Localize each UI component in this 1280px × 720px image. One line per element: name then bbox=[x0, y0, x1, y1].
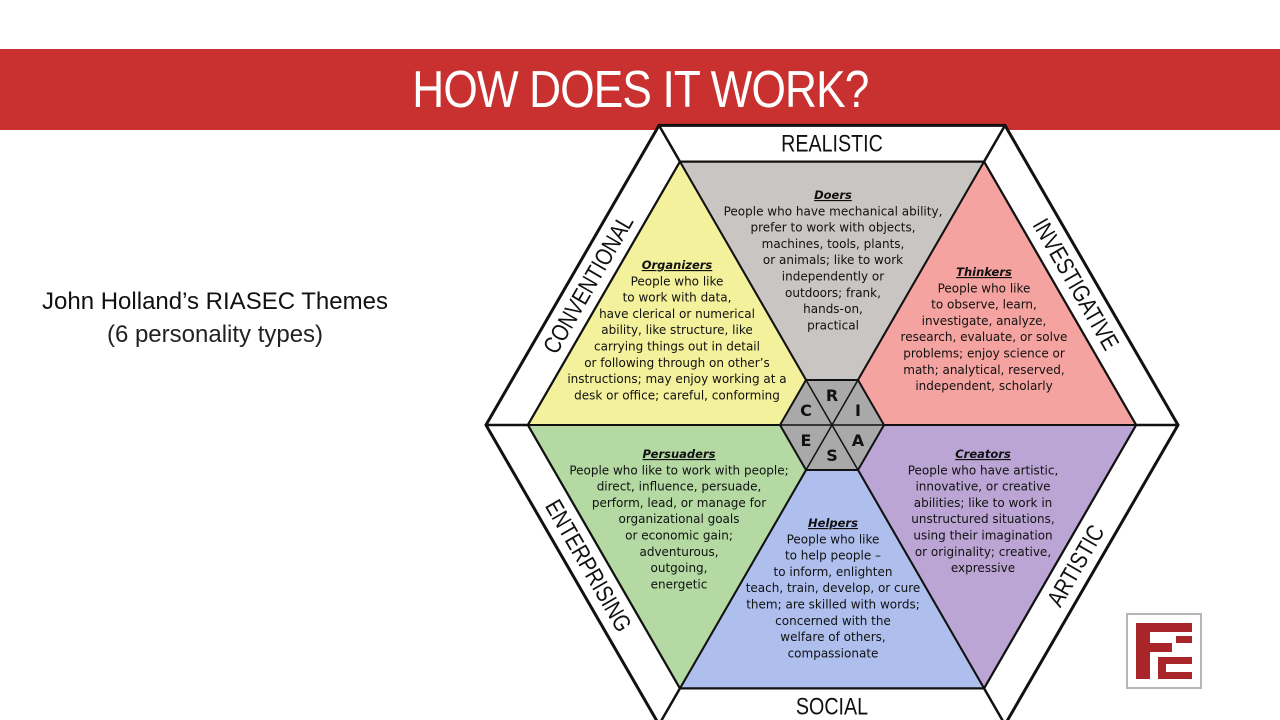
section-line: to observe, learn, bbox=[931, 298, 1037, 312]
section-line: desk or office; careful, conforming bbox=[574, 388, 780, 402]
section-line: research, evaluate, or solve bbox=[901, 330, 1068, 344]
section-line: People who like to work with people; bbox=[569, 463, 788, 477]
intro-subheading: (6 personality types) bbox=[106, 321, 324, 348]
intro-heading: John Holland’s RIASEC Themes bbox=[42, 288, 388, 315]
section-line: innovative, or creative bbox=[915, 480, 1050, 494]
section-line: to inform, enlighten bbox=[774, 565, 893, 579]
section-line: them; are skilled with words; bbox=[746, 598, 920, 612]
section-line: or economic gain; bbox=[625, 529, 733, 543]
section-line: machines, tools, plants, bbox=[762, 237, 905, 251]
section-line: ability, like structure, like bbox=[601, 323, 752, 337]
center-letter-s: S bbox=[826, 446, 838, 465]
label-social: SOCIAL bbox=[796, 693, 868, 720]
section-title-enterprising: Persuaders bbox=[643, 447, 716, 461]
company-logo bbox=[1126, 613, 1202, 689]
section-line: adventurous, bbox=[639, 545, 718, 559]
section-line: organizational goals bbox=[618, 512, 739, 526]
band-divider bbox=[982, 687, 1004, 720]
section-line: instructions; may enjoy working at a bbox=[567, 372, 786, 386]
band-divider bbox=[982, 124, 1007, 163]
section-title-investigative: Thinkers bbox=[956, 265, 1012, 279]
section-line: or following through on other’s bbox=[584, 356, 770, 370]
title-banner: HOW DOES IT WORK? bbox=[0, 49, 1280, 130]
section-line: energetic bbox=[651, 577, 708, 591]
section-line: to help people – bbox=[785, 549, 881, 563]
section-line: compassionate bbox=[788, 646, 879, 660]
section-line: People who like bbox=[787, 532, 880, 546]
section-title-realistic: Doers bbox=[814, 188, 852, 202]
section-line: problems; enjoy science or bbox=[903, 347, 1065, 361]
section-line: prefer to work with objects, bbox=[750, 221, 915, 235]
section-line: or animals; like to work bbox=[763, 253, 903, 267]
section-line: to work with data, bbox=[623, 291, 732, 305]
section-line: independent, scholarly bbox=[915, 379, 1052, 393]
section-line: using their imagination bbox=[913, 529, 1052, 543]
section-line: practical bbox=[807, 318, 859, 332]
center-divider bbox=[831, 424, 859, 471]
section-line: direct, influence, persuade, bbox=[597, 480, 762, 494]
section-line: perform, lead, or manage for bbox=[592, 496, 766, 510]
section-line: have clerical or numerical bbox=[599, 307, 755, 321]
label-realistic: REALISTIC bbox=[781, 130, 883, 157]
center-letter-i: I bbox=[855, 401, 861, 420]
triangle-conventional bbox=[526, 159, 834, 426]
section-line: People who like bbox=[938, 281, 1031, 295]
center-divider bbox=[805, 424, 833, 471]
section-title-social: Helpers bbox=[808, 516, 858, 530]
fcc-logo-icon bbox=[1134, 621, 1194, 681]
section-line: People who like bbox=[631, 274, 724, 288]
section-line: hands-on, bbox=[803, 302, 863, 316]
section-line: People who have artistic, bbox=[908, 463, 1059, 477]
section-line: carrying things out in detail bbox=[594, 340, 760, 354]
section-line: People who have mechanical ability, bbox=[724, 204, 943, 218]
center-letter-e: E bbox=[801, 431, 812, 450]
section-line: outdoors; frank, bbox=[785, 286, 881, 300]
section-line: independently or bbox=[782, 270, 884, 284]
section-title-conventional: Organizers bbox=[642, 258, 713, 272]
section-line: investigate, analyze, bbox=[922, 314, 1047, 328]
section-line: or originality; creative, bbox=[915, 545, 1051, 559]
intro-text: John Holland’s RIASEC Themes (6 personal… bbox=[30, 285, 400, 351]
section-line: unstructured situations, bbox=[911, 512, 1054, 526]
center-letter-r: R bbox=[826, 386, 838, 405]
section-line: teach, train, develop, or cure bbox=[746, 581, 921, 595]
band-divider bbox=[657, 124, 682, 163]
page-title: HOW DOES IT WORK? bbox=[411, 60, 869, 119]
section-line: outgoing, bbox=[651, 561, 708, 575]
section-line: welfare of others, bbox=[780, 630, 885, 644]
section-line: concerned with the bbox=[775, 614, 891, 628]
section-title-artistic: Creators bbox=[955, 447, 1011, 461]
center-letter-a: A bbox=[852, 431, 865, 450]
section-line: math; analytical, reserved, bbox=[903, 363, 1064, 377]
center-divider bbox=[831, 379, 859, 426]
section-line: abilities; like to work in bbox=[914, 496, 1053, 510]
section-line: expressive bbox=[951, 561, 1015, 575]
center-divider bbox=[805, 379, 833, 426]
center-letter-c: C bbox=[800, 401, 812, 420]
band-divider bbox=[660, 687, 682, 720]
